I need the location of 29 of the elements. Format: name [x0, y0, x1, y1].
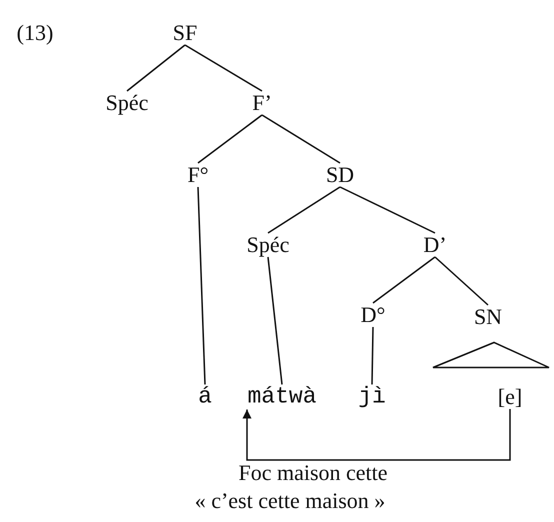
tree-label: Spéc: [244, 233, 292, 257]
tree-branch: [197, 186, 206, 385]
word: mátwà: [246, 384, 318, 410]
tree-label: SN: [472, 305, 504, 329]
tree-branch: [126, 44, 186, 92]
word: á: [196, 384, 214, 410]
tree-branch: [268, 186, 340, 234]
tree-branch: [184, 44, 262, 92]
tree-label: F°: [185, 163, 211, 187]
tree-branch: [267, 256, 283, 385]
tree-label: D’: [421, 233, 449, 257]
movement-arrow: [242, 409, 511, 461]
word: jì: [356, 384, 388, 410]
tree-branch: [372, 256, 436, 304]
gloss-text: « c’est cette maison »: [194, 490, 386, 512]
example-number: (13): [16, 22, 54, 44]
tree-branch: [434, 256, 488, 306]
tree-branch: [340, 186, 436, 234]
tree-label: D°: [358, 303, 388, 327]
tree-label: F’: [250, 91, 274, 115]
tree-label: SD: [324, 163, 356, 187]
tree-branch: [198, 114, 262, 164]
gloss-text: Foc maison cette: [238, 462, 388, 484]
tree-label: [e]: [496, 385, 524, 409]
triangle-symbol: [432, 342, 550, 368]
tree-branch: [262, 114, 340, 164]
tree-branch: [371, 326, 374, 385]
tree-label: Spéc: [104, 91, 150, 115]
tree-label: SF: [170, 21, 200, 45]
